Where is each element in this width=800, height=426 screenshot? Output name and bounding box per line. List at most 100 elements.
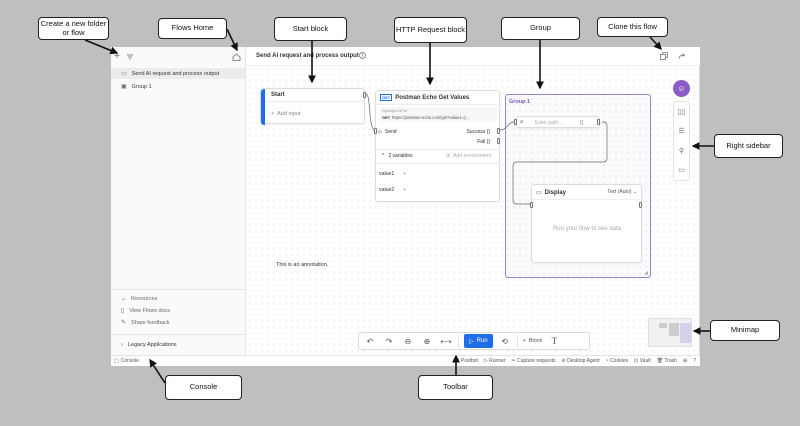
desktop-agent-status[interactable]: ⊘ Desktop Agent bbox=[561, 358, 600, 364]
plus-icon[interactable]: + bbox=[114, 51, 120, 62]
divider bbox=[265, 101, 365, 102]
send-label: Send bbox=[384, 129, 397, 135]
desktop-agent-label: Desktop Agent bbox=[567, 358, 600, 364]
chat-icon[interactable]: ▭ bbox=[678, 167, 685, 175]
start-block-title: Start bbox=[271, 92, 285, 98]
variable-row-2[interactable]: value2 + bbox=[379, 187, 406, 193]
fail-port[interactable] bbox=[497, 138, 500, 144]
callout-http: HTTP Request block bbox=[394, 17, 467, 43]
http-request-block[interactable]: GET Postman Echo Get Values Spotlight AP… bbox=[374, 90, 500, 202]
postbot-status[interactable]: ⊚ Postbot bbox=[455, 358, 478, 364]
blocks-icon[interactable]: ☰ bbox=[678, 128, 685, 136]
info-icon[interactable]: i bbox=[359, 52, 366, 59]
vault-status[interactable]: ⊡ Vault bbox=[634, 358, 651, 364]
chevron-up-icon: ^ bbox=[382, 153, 385, 159]
request-url: https://postman-echo.com/get?value1={... bbox=[392, 115, 470, 120]
history-icon[interactable]: ⟲ bbox=[501, 336, 508, 346]
brackets-icon: {} bbox=[580, 120, 584, 126]
sidebar: + ▭ Send AI request and process output ▣… bbox=[111, 47, 246, 355]
add-environment-button[interactable]: ⊞ Add environment bbox=[446, 153, 491, 159]
divider bbox=[376, 163, 500, 164]
flows-home-icon[interactable] bbox=[232, 53, 241, 61]
layout-icon[interactable]: ⊞ bbox=[683, 358, 688, 364]
group-title: Group 1 bbox=[509, 99, 531, 105]
path-icon: ⌀ bbox=[520, 119, 524, 125]
help-icon[interactable]: ? bbox=[693, 358, 696, 364]
legacy-applications-toggle[interactable]: › Legacy Applications bbox=[111, 339, 177, 350]
resources-label: Resources bbox=[131, 295, 158, 302]
run-button[interactable]: ▷Run bbox=[464, 334, 493, 348]
sidebar-item-group-1[interactable]: ▣ Group 1 bbox=[111, 81, 245, 92]
console-button[interactable]: ▢Console bbox=[114, 358, 139, 364]
cookies-status[interactable]: ◔ Cookies bbox=[605, 358, 629, 364]
sidebar-divider bbox=[111, 289, 245, 290]
zoom-out-icon[interactable]: ⊖ bbox=[404, 336, 412, 346]
minimap-node bbox=[669, 323, 679, 336]
chevron-right-icon: › bbox=[121, 341, 123, 348]
add-block-label: Block bbox=[528, 338, 543, 344]
path-input[interactable]: Enter path... bbox=[535, 120, 563, 126]
display-block[interactable]: ▭ Display Text (Auto) ⌄ Run your flow to… bbox=[530, 184, 642, 263]
trash-status[interactable]: 🗑 Trash bbox=[656, 358, 678, 364]
postbot-label: Postbot bbox=[460, 358, 478, 364]
flask-icon[interactable]: ⚲ bbox=[678, 147, 685, 155]
select-output-port[interactable] bbox=[597, 119, 600, 125]
send-input[interactable]: ◇ Send bbox=[378, 129, 397, 135]
redo-icon[interactable]: ↷ bbox=[385, 336, 393, 346]
display-output-port[interactable] bbox=[639, 202, 642, 208]
display-icon: ▭ bbox=[536, 190, 542, 196]
sidebar-item-send-ai[interactable]: ▭ Send AI request and process output bbox=[111, 68, 245, 79]
callout-right-sidebar: Right sidebar bbox=[714, 134, 783, 158]
fail-label: Fail bbox=[477, 139, 486, 145]
runner-status[interactable]: ▷ Runner bbox=[483, 358, 506, 364]
start-block[interactable]: Start + Add input bbox=[260, 88, 366, 125]
annotation-text[interactable]: This is an annotation. bbox=[276, 262, 329, 268]
variables-toggle[interactable]: ^ 2 variables bbox=[382, 153, 413, 159]
zoom-in-icon[interactable]: ⊕ bbox=[423, 336, 431, 346]
start-output-port[interactable] bbox=[363, 92, 366, 98]
add-environment-label: Add environment bbox=[453, 153, 492, 159]
resources-toggle[interactable]: ⌄ Resources bbox=[111, 293, 157, 304]
callout-create: Create a new folder or flow bbox=[38, 17, 109, 40]
resize-handle-icon[interactable]: ◢ bbox=[644, 270, 648, 276]
console-label: Console bbox=[120, 358, 140, 364]
select-block[interactable]: ⌀ Enter path... {} bbox=[514, 116, 600, 128]
send-port[interactable] bbox=[374, 128, 377, 134]
undo-icon[interactable]: ↶ bbox=[366, 336, 374, 346]
feedback-icon: ✎ bbox=[121, 320, 127, 326]
text-icon[interactable]: T bbox=[551, 336, 558, 346]
postbot-button[interactable]: ☺ bbox=[673, 80, 690, 97]
play-icon: ▷ bbox=[469, 338, 474, 345]
display-input-port[interactable] bbox=[530, 202, 533, 208]
callout-toolbar: Toolbar bbox=[418, 375, 493, 400]
display-mode-select[interactable]: Text (Auto) ⌄ bbox=[607, 189, 637, 195]
chevron-down-icon: ⌄ bbox=[121, 296, 127, 302]
clone-flow-icon[interactable] bbox=[660, 52, 668, 60]
book-icon[interactable]: ▯▯ bbox=[677, 108, 686, 116]
capture-status[interactable]: ✂ Capture requests bbox=[511, 358, 556, 364]
variable-name: value1 bbox=[379, 171, 395, 177]
add-input-button[interactable]: + Add input bbox=[271, 111, 300, 117]
success-output[interactable]: Success {} bbox=[466, 129, 490, 135]
add-block-button[interactable]: +Block bbox=[523, 338, 543, 344]
fail-output[interactable]: Fail {} bbox=[477, 139, 490, 145]
sidebar-item-label: Send AI request and process output bbox=[131, 70, 220, 77]
book-icon: ▯ bbox=[121, 308, 125, 314]
divider bbox=[532, 199, 642, 200]
flow-header: Send AI request and process output i bbox=[247, 47, 700, 66]
variable-row-1[interactable]: value1 + bbox=[379, 171, 406, 177]
plus-icon: + bbox=[271, 111, 275, 117]
flow-icon: ▭ bbox=[121, 71, 127, 77]
view-docs-link[interactable]: ▯ View Flows docs bbox=[111, 305, 170, 316]
request-preview[interactable]: Spotlight APIs GET https://postman-echo.… bbox=[380, 107, 497, 122]
filter-icon[interactable] bbox=[126, 51, 134, 62]
share-feedback-link[interactable]: ✎ Share feedback bbox=[111, 317, 170, 328]
run-label: Run bbox=[476, 338, 488, 344]
variable-name: value2 bbox=[379, 187, 395, 193]
start-accent bbox=[261, 89, 265, 125]
share-icon[interactable] bbox=[678, 52, 686, 60]
fit-view-icon[interactable]: ⟷ bbox=[440, 336, 452, 346]
success-port[interactable] bbox=[497, 128, 500, 134]
select-input-port[interactable] bbox=[514, 119, 517, 125]
minimap[interactable] bbox=[648, 318, 692, 347]
